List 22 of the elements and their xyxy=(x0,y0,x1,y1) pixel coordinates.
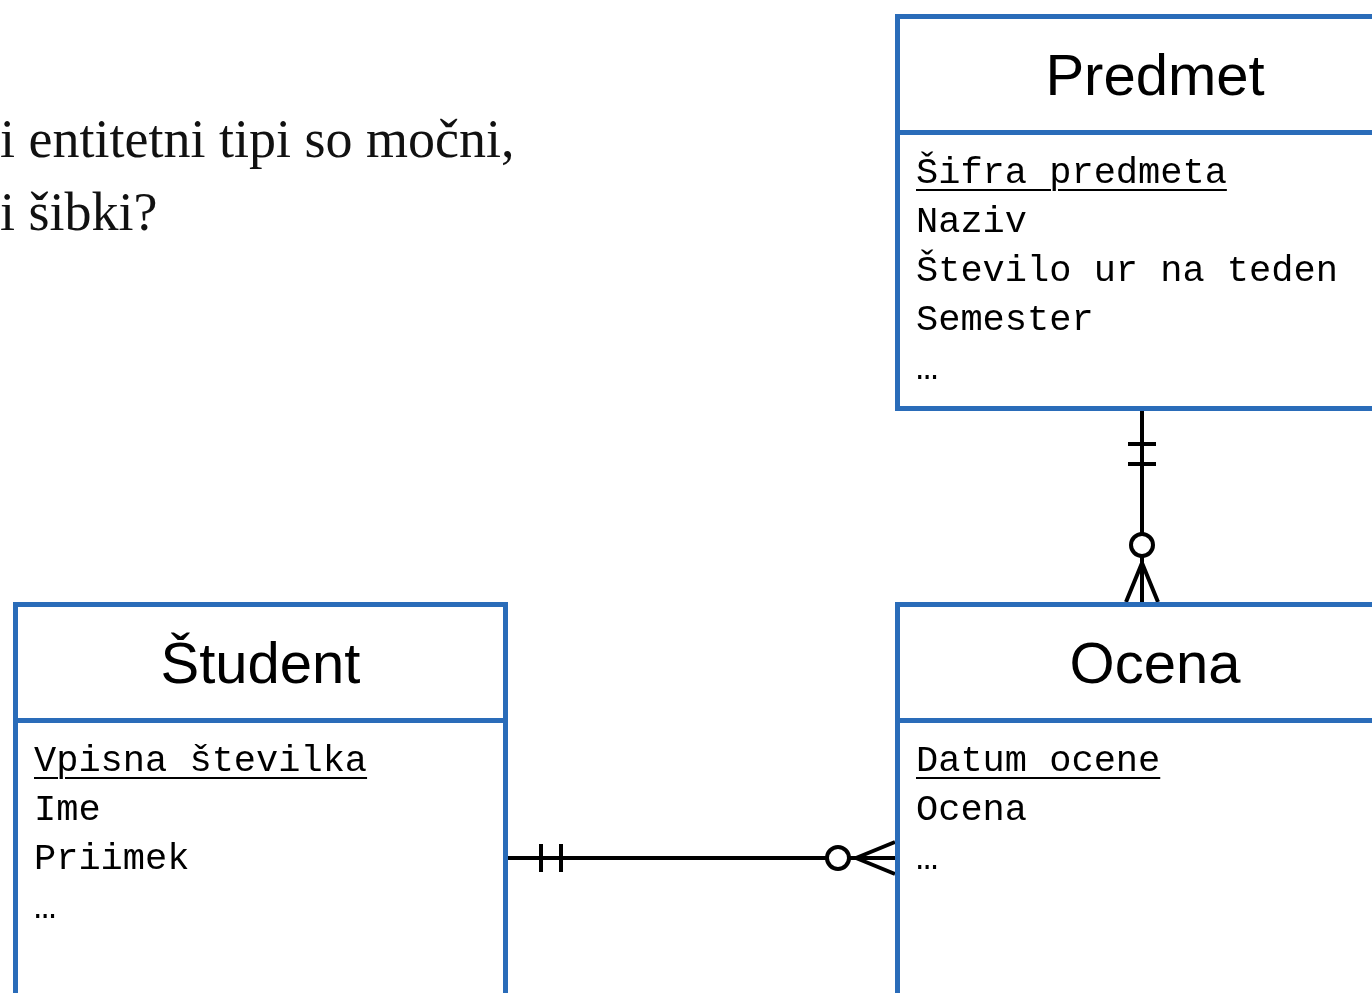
entity-name: Ocena xyxy=(1069,629,1241,696)
attribute: Ocena xyxy=(916,788,1028,833)
attribute: Semester xyxy=(916,298,1094,343)
attribute: … xyxy=(916,837,939,882)
attribute: Število ur na teden xyxy=(916,248,1338,294)
relationship-line xyxy=(508,840,897,876)
attribute: Ime xyxy=(34,788,101,833)
question-text: i entitetni tipi so močni, xyxy=(0,108,515,170)
entity-box xyxy=(895,14,1372,411)
entity-name: Predmet xyxy=(1045,41,1265,108)
attribute: … xyxy=(34,886,57,931)
key-attribute: Vpisna številka xyxy=(34,739,368,784)
entity-name: Študent xyxy=(160,629,361,696)
attribute: Priimek xyxy=(34,837,190,882)
relationship-line xyxy=(1124,411,1160,604)
attribute: Naziv xyxy=(916,200,1028,245)
entity-box xyxy=(895,602,1372,993)
attribute: … xyxy=(916,347,939,392)
key-attribute: Datum ocene xyxy=(916,739,1161,784)
entity-box xyxy=(13,602,508,993)
key-attribute: Šifra predmeta xyxy=(916,150,1227,196)
question-text: i šibki? xyxy=(0,181,158,243)
